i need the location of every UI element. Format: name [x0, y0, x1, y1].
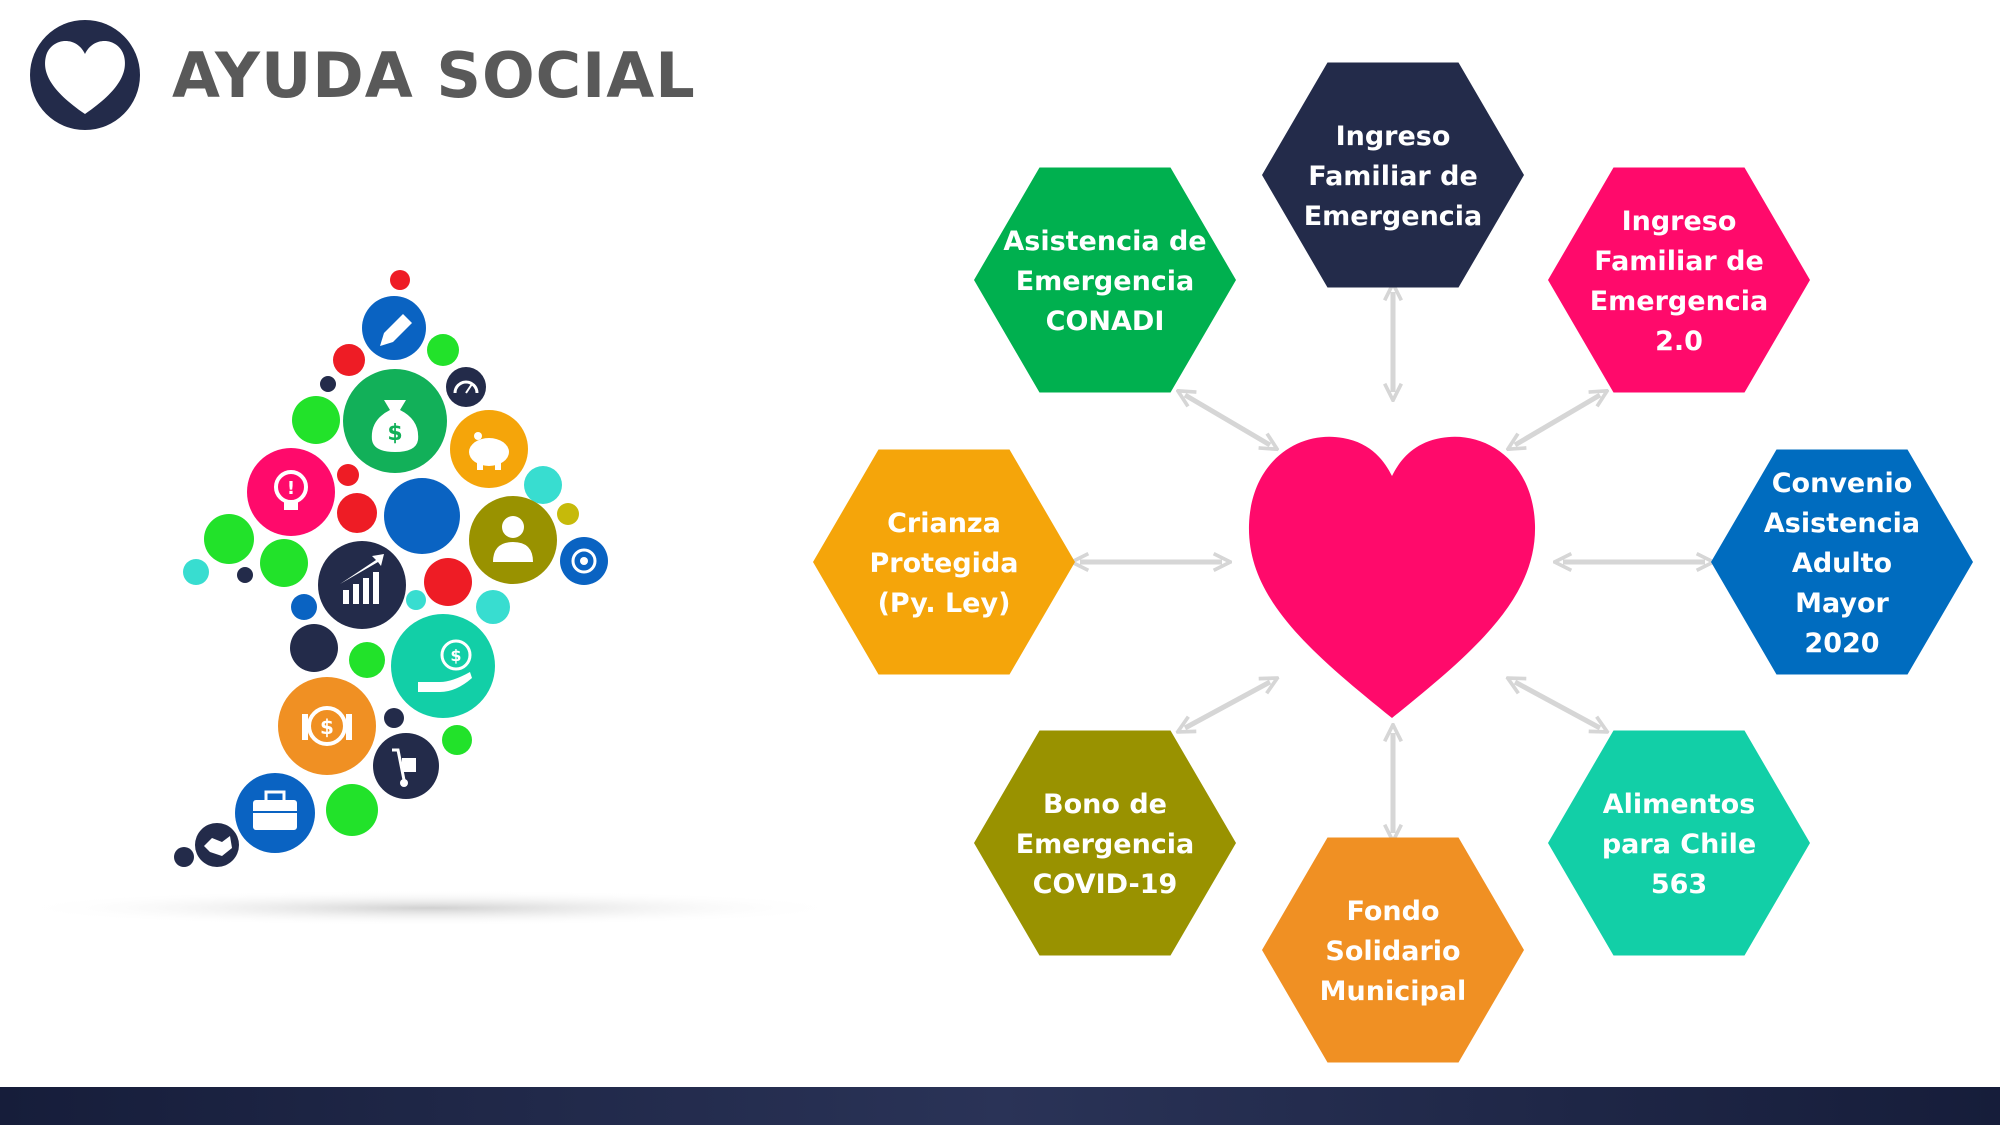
program-label-line: Adulto: [1792, 548, 1892, 579]
program-label-line: 2020: [1804, 628, 1879, 659]
program-hexagon: [974, 167, 1236, 393]
program-label-line: Ingreso: [1622, 206, 1737, 237]
program-hexagon: [1548, 167, 1810, 393]
svg-text:!: !: [287, 478, 295, 499]
program-label-line: Municipal: [1320, 976, 1467, 1007]
connector-arrow-ingreso-familiar-emergencia-2: [1515, 395, 1600, 445]
heart-outline-icon: [30, 20, 140, 130]
svg-text:$: $: [320, 715, 334, 739]
program-label-line: (Py. Ley): [878, 588, 1011, 619]
svg-text:$: $: [450, 646, 461, 665]
program-hexagon: [1262, 837, 1524, 1063]
footer-bar: [0, 1087, 2000, 1125]
program-label-line: Protegida: [869, 548, 1018, 579]
floor-shadow: [10, 890, 850, 926]
program-hexagon: [1548, 730, 1810, 956]
piggy-bank-icon: [450, 410, 528, 488]
hand-truck-icon: [373, 733, 439, 799]
program-label-line: Emergencia: [1016, 266, 1195, 297]
program-label-line: Emergencia: [1016, 829, 1195, 860]
briefcase-icon: [235, 773, 315, 853]
program-label-line: CONADI: [1046, 306, 1165, 337]
connector-arrow-bono-emergencia-covid: [1185, 682, 1270, 728]
pencil-icon: [362, 296, 426, 360]
person-icon: [469, 496, 557, 584]
program-label-line: Ingreso: [1336, 121, 1451, 152]
growth-chart-icon: [318, 541, 406, 629]
program-label-line: Emergencia: [1590, 286, 1769, 317]
program-label-line: 2.0: [1655, 326, 1703, 357]
program-label-line: Asistencia de: [1003, 226, 1206, 257]
target-icon: [560, 537, 608, 585]
connector-arrow-alimentos-para-chile: [1515, 682, 1600, 728]
program-label-line: Emergencia: [1304, 201, 1483, 232]
svg-text:$: $: [387, 421, 402, 446]
decorative-bubble-arrow: $ !: [10, 270, 850, 926]
program-label-line: COVID-19: [1033, 869, 1178, 900]
program-label-line: 563: [1651, 869, 1707, 900]
heart-icon: [1248, 436, 1536, 718]
program-label-line: Alimentos: [1603, 789, 1756, 820]
gauge-icon: [446, 367, 486, 407]
lightbulb-icon: !: [247, 448, 335, 536]
program-label-line: para Chile: [1602, 829, 1756, 860]
handshake-icon: [195, 823, 239, 867]
program-label-line: Crianza: [887, 508, 1001, 539]
program-label-line: Solidario: [1325, 936, 1460, 967]
program-label-line: Asistencia: [1764, 508, 1920, 539]
program-label-line: Familiar de: [1594, 246, 1764, 277]
program-label-line: Fondo: [1347, 896, 1440, 927]
program-label-line: Bono de: [1043, 789, 1167, 820]
money-bag-icon: $: [343, 369, 447, 473]
program-hexagon: [1711, 449, 1973, 675]
page-title: AYUDA SOCIAL: [172, 39, 696, 112]
program-hexagon: [1262, 62, 1524, 288]
coins-icon: $: [278, 677, 376, 775]
program-hexagon: [813, 449, 1075, 675]
connector-arrow-asistencia-emergencia-conadi: [1185, 395, 1270, 445]
program-label-line: Convenio: [1772, 468, 1913, 499]
program-hexagon: [974, 730, 1236, 956]
program-label-line: Familiar de: [1308, 161, 1478, 192]
money-hand-icon: $: [391, 614, 495, 718]
program-alimentos-para-chile: Alimentos para Chile 563: [1548, 730, 1810, 956]
program-label-line: Mayor: [1795, 588, 1889, 619]
